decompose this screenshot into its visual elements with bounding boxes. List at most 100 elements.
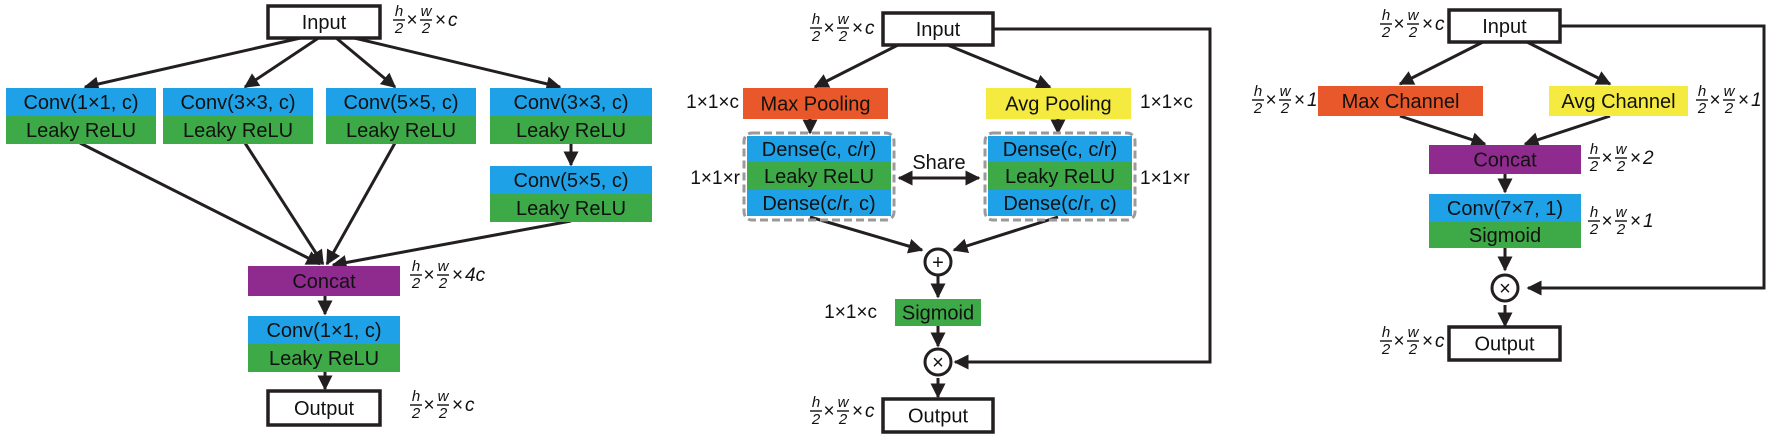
dim-part: × bbox=[1601, 211, 1612, 232]
dim-part: h bbox=[1590, 204, 1598, 221]
node-label: Input bbox=[302, 12, 347, 34]
dim-part: 4c bbox=[465, 265, 486, 286]
dim-part: c bbox=[465, 395, 475, 416]
dim-c-max: h2×w2×1 bbox=[1252, 83, 1318, 117]
dim-part: × bbox=[452, 395, 463, 416]
dim-part: 2 bbox=[838, 28, 848, 45]
dim-part: w bbox=[838, 11, 850, 28]
dim-part: 1 bbox=[1751, 90, 1762, 111]
node-a-c6: Conv(1×1, c) bbox=[248, 316, 400, 344]
node-label: Max Pooling bbox=[760, 94, 870, 116]
conv-box bbox=[988, 136, 1132, 162]
conv-box bbox=[988, 190, 1132, 216]
node-label: Output bbox=[908, 406, 968, 428]
conv-box bbox=[747, 136, 891, 162]
node-b-input: Input bbox=[881, 11, 995, 47]
dim-a-concat: h2×w2×4c bbox=[410, 258, 486, 292]
node-a-c4: Conv(3×3, c) bbox=[490, 88, 652, 116]
node-b-d3: Dense(c, c/r) bbox=[988, 136, 1132, 162]
dim-a-output: h2×w2×c bbox=[410, 388, 475, 422]
max-box bbox=[743, 88, 888, 119]
dim-part: h bbox=[812, 394, 820, 411]
dim-part: × bbox=[823, 401, 834, 422]
node-b-max: Max Pooling bbox=[743, 88, 888, 119]
dim-b-mlp-right: 1×1×r bbox=[1140, 168, 1190, 189]
node-label: Leaky ReLU bbox=[183, 120, 293, 142]
dim-part: × bbox=[1630, 211, 1641, 232]
node-label: Sigmoid bbox=[902, 303, 974, 325]
avg-box bbox=[986, 88, 1131, 119]
node-label: Dense(c, c/r) bbox=[762, 139, 876, 161]
dim-part: × bbox=[852, 18, 863, 39]
relu-box bbox=[6, 116, 156, 144]
node-b-times: × bbox=[923, 347, 953, 377]
relu-box bbox=[988, 162, 1132, 190]
relu-box bbox=[248, 344, 400, 372]
node-label: Dense(c/r, c) bbox=[1003, 193, 1116, 215]
node-label: Conv(3×3, c) bbox=[513, 92, 628, 114]
dim-part: × bbox=[1422, 14, 1433, 35]
node-a-c5: Conv(5×5, c) bbox=[490, 166, 652, 194]
node-label: Max Channel bbox=[1342, 91, 1460, 113]
dim-part: × bbox=[1422, 331, 1433, 352]
dim-c-avg: h2×w2×1 bbox=[1696, 83, 1762, 117]
dim-part: 2 bbox=[1280, 100, 1290, 117]
dim-part: 2 bbox=[1642, 148, 1654, 169]
conv-box bbox=[490, 88, 652, 116]
node-label: Leaky ReLU bbox=[346, 120, 456, 142]
node-label: Input bbox=[1482, 16, 1527, 38]
dim-part: 2 bbox=[1589, 158, 1599, 175]
dim-part: c bbox=[1435, 14, 1445, 35]
node-b-d1: Dense(c, c/r) bbox=[747, 136, 891, 162]
dim-part: × bbox=[1601, 148, 1612, 169]
conv-box bbox=[490, 166, 652, 194]
dim-part: 2 bbox=[1253, 100, 1263, 117]
conv-box bbox=[326, 88, 476, 116]
conv-box bbox=[747, 190, 891, 216]
dim-part: h bbox=[1382, 7, 1390, 24]
node-label: Concat bbox=[292, 271, 356, 293]
concat-box bbox=[248, 266, 400, 296]
dim-b-mlp-left: 1×1×r bbox=[690, 168, 740, 189]
dim-part: w bbox=[1280, 83, 1292, 100]
dim-part: c bbox=[1435, 331, 1445, 352]
dim-part: h bbox=[1590, 141, 1598, 158]
dim-part: × bbox=[1294, 90, 1305, 111]
relu-box bbox=[1429, 222, 1581, 248]
dim-part: 2 bbox=[1381, 341, 1391, 358]
node-label: Conv(1×1, c) bbox=[23, 92, 138, 114]
dim-part: × bbox=[1709, 90, 1720, 111]
node-label: Output bbox=[1474, 334, 1534, 356]
node-label: Dense(c, c/r) bbox=[1003, 139, 1117, 161]
node-b-r2: Leaky ReLU bbox=[988, 162, 1132, 190]
dim-part: 2 bbox=[438, 405, 448, 422]
dim-part: h bbox=[395, 3, 403, 20]
node-b-r1: Leaky ReLU bbox=[747, 162, 891, 190]
dim-part: w bbox=[1616, 141, 1628, 158]
node-a-c3: Conv(5×5, c) bbox=[326, 88, 476, 116]
dim-part: 2 bbox=[438, 275, 448, 292]
dim-part: 2 bbox=[1616, 221, 1626, 238]
dim-part: 2 bbox=[1724, 100, 1734, 117]
node-label: Leaky ReLU bbox=[516, 120, 626, 142]
node-c-conv: Conv(7×7, 1) bbox=[1429, 194, 1581, 222]
node-b-output: Output bbox=[881, 397, 995, 434]
node-label: Leaky ReLU bbox=[269, 348, 379, 370]
node-label: Dense(c/r, c) bbox=[762, 193, 875, 215]
dim-part: × bbox=[1265, 90, 1276, 111]
dim-part: × bbox=[406, 10, 417, 31]
node-label: Leaky ReLU bbox=[26, 120, 136, 142]
dim-b-output: h2×w2×c bbox=[810, 394, 875, 428]
dim-part: 2 bbox=[411, 405, 421, 422]
dim-part: × bbox=[423, 265, 434, 286]
node-label: Leaky ReLU bbox=[1005, 166, 1115, 188]
node-label: Input bbox=[916, 19, 961, 41]
node-label: Conv(5×5, c) bbox=[513, 170, 628, 192]
dim-b-max: 1×1×c bbox=[686, 92, 739, 113]
node-b-plus: + bbox=[923, 247, 953, 277]
dim-part: 2 bbox=[838, 411, 848, 428]
node-a-r5: Leaky ReLU bbox=[490, 194, 652, 222]
dim-part: × bbox=[452, 265, 463, 286]
operator-circle bbox=[923, 347, 953, 377]
